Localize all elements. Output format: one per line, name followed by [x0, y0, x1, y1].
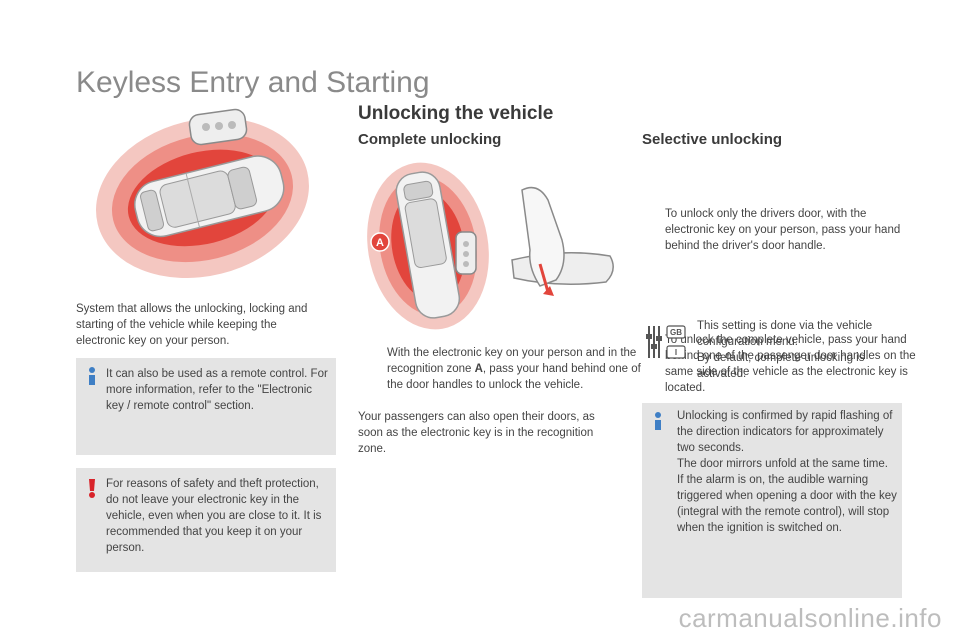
- confirmation-line-3: If the alarm is on, the audible warning …: [677, 474, 897, 534]
- config-text: This setting is done via the vehicle con…: [697, 318, 897, 382]
- selective-bullet-2: To unlock the complete vehicle, pass you…: [642, 332, 917, 396]
- confirmation-line-2: The door mirrors unfold at the same time…: [677, 458, 888, 470]
- svg-text:A: A: [376, 237, 384, 249]
- config-text-line-1: This setting is done via the vehicle con…: [697, 320, 873, 348]
- config-icon-bottom-label: I: [675, 348, 677, 357]
- info-note-text: It can also be used as a remote control.…: [106, 368, 328, 412]
- confirmation-line-1: Unlocking is confirmed by rapid flashing…: [677, 410, 893, 454]
- warning-note-box: For reasons of safety and theft protecti…: [76, 468, 336, 572]
- selective-bullet-1: To unlock only the drivers door, with th…: [642, 206, 917, 254]
- page-title: Keyless Entry and Starting: [76, 66, 430, 99]
- info-icon: [89, 367, 95, 385]
- config-text-line-2: By default, complete unlocking is activa…: [697, 352, 865, 380]
- complete-bullet-text-after: , pass your hand behind one of the door …: [387, 363, 641, 391]
- subheading-selective-unlocking: Selective unlocking: [642, 131, 783, 148]
- passengers-text: Your passengers can also open their door…: [358, 411, 595, 455]
- subheading-complete-unlocking: Complete unlocking: [358, 131, 502, 148]
- intro-text: System that allows the unlocking, lockin…: [76, 303, 308, 347]
- configuration-menu-icon: GB I: [646, 325, 686, 359]
- info-note-box: It can also be used as a remote control.…: [76, 358, 336, 455]
- confirmation-note-text: Unlocking is confirmed by rapid flashing…: [677, 408, 899, 536]
- info-icon: [655, 412, 661, 430]
- zone-label-bold: A: [474, 363, 483, 375]
- selective-bullet-1-text: To unlock only the drivers door, with th…: [665, 208, 901, 252]
- complete-unlocking-illustration: A: [367, 162, 614, 330]
- watermark: carmanualsonline.info: [678, 603, 942, 633]
- car-zone-illustration: [96, 108, 309, 278]
- warning-icon: [89, 479, 95, 498]
- confirmation-note-box: Unlocking is confirmed by rapid flashing…: [642, 403, 902, 598]
- section-heading-unlocking: Unlocking the vehicle: [358, 103, 554, 124]
- config-icon-top-label: GB: [670, 328, 682, 337]
- selective-bullet-2-text: To unlock the complete vehicle, pass you…: [665, 334, 916, 394]
- warning-note-text: For reasons of safety and theft protecti…: [106, 478, 322, 554]
- complete-unlocking-bullet: With the electronic key on your person a…: [364, 345, 643, 393]
- complete-bullet-text-before: With the electronic key on your person a…: [387, 347, 637, 375]
